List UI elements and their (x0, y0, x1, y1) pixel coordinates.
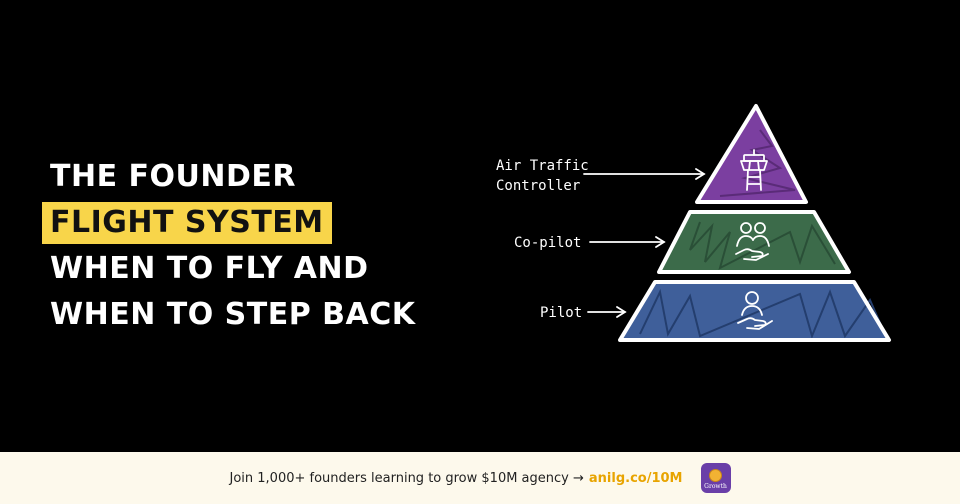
pyramid-tier-pilot (618, 280, 891, 342)
control-tower-icon (740, 149, 768, 191)
label-line-air-traffic: Air Traffic (496, 158, 589, 174)
headline-line-1: THE FOUNDER (50, 159, 296, 194)
pyramid-tier-air-traffic-controller (695, 104, 808, 204)
hero-panel: THE FOUNDER FLIGHT SYSTEM WHEN TO FLY AN… (42, 104, 891, 342)
tier-scribble-top (719, 129, 796, 197)
tier-outline-middle (657, 210, 851, 274)
headline-line-3: WHEN TO FLY AND (50, 251, 369, 286)
tier-fill-bottom (620, 282, 889, 340)
label-text-co-pilot: Co-pilot (514, 235, 581, 251)
arrow-icon (583, 168, 706, 180)
label-pilot: Pilot (540, 305, 627, 321)
tier-outline-top (695, 104, 808, 204)
arrow-icon (589, 236, 666, 248)
footer-text: Join 1,000+ founders learning to grow $1… (229, 470, 584, 486)
pyramid-diagram: Air Traffic Controller Co-pilot Pilot (496, 104, 891, 342)
badge-text: Growth (704, 482, 727, 490)
label-co-pilot: Co-pilot (514, 235, 666, 251)
label-air-traffic-controller: Air Traffic Controller (496, 158, 706, 194)
person-hand-icon (737, 291, 773, 330)
tier-fill-top (697, 106, 806, 202)
coin-icon (709, 468, 722, 482)
label-line-controller: Controller (496, 178, 580, 194)
footer-bar: Join 1,000+ founders learning to grow $1… (0, 452, 960, 504)
brand-badge-icon[interactable]: Growth (700, 463, 731, 493)
headline-highlight: FLIGHT SYSTEM (42, 202, 332, 244)
headline-line-4: WHEN TO STEP BACK (50, 297, 416, 332)
team-hand-icon (735, 222, 770, 261)
headline: THE FOUNDER FLIGHT SYSTEM WHEN TO FLY AN… (42, 154, 416, 338)
label-text-pilot: Pilot (540, 305, 582, 321)
tier-outline-bottom (618, 280, 891, 342)
tier-scribble-bottom (639, 288, 885, 340)
arrow-icon (587, 306, 627, 318)
tier-scribble-middle (689, 221, 836, 270)
footer-link[interactable]: anilg.co/10M (588, 470, 683, 486)
pyramid-tier-co-pilot (657, 210, 851, 274)
